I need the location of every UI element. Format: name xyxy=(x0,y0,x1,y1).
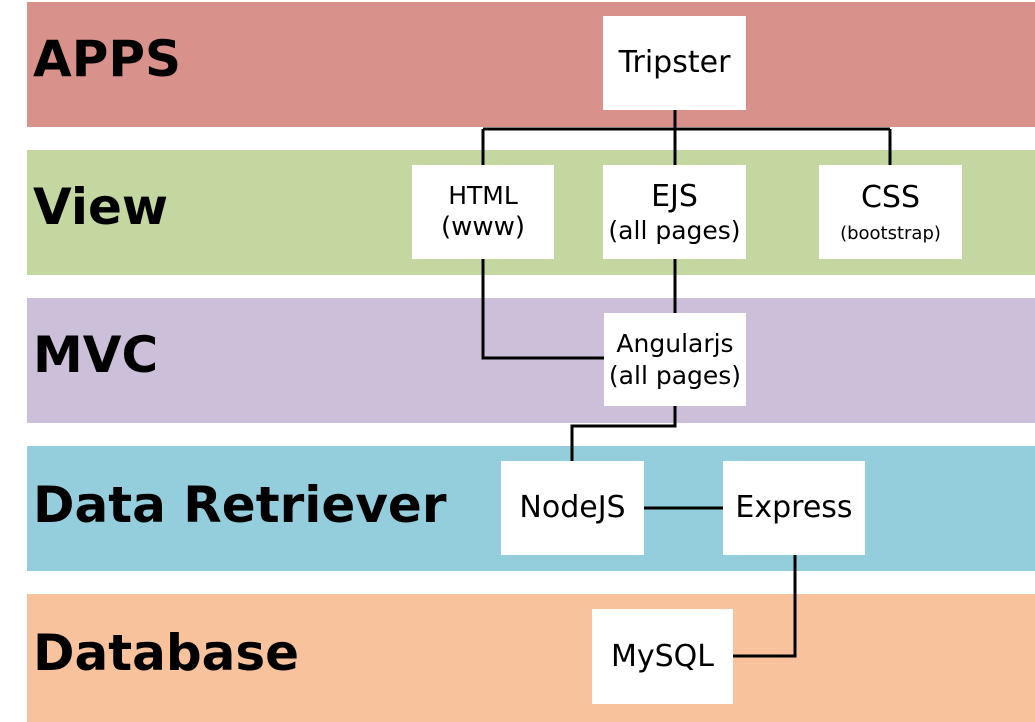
node-nodejs-label: NodeJS xyxy=(519,490,626,526)
node-css: CSS (bootstrap) xyxy=(819,165,962,259)
node-express: Express xyxy=(723,461,865,555)
node-mysql: MySQL xyxy=(592,609,733,704)
node-html-sublabel: (www) xyxy=(440,212,526,243)
node-angularjs-sublabel: (all pages) xyxy=(608,360,742,390)
node-tripster-label: Tripster xyxy=(618,45,731,81)
node-tripster: Tripster xyxy=(603,16,746,110)
node-ejs: EJS (all pages) xyxy=(603,165,746,259)
node-express-label: Express xyxy=(735,490,853,526)
node-angularjs: Angularjs (all pages) xyxy=(604,313,746,406)
layer-label-mvc: MVC xyxy=(33,326,159,384)
layer-label-database: Database xyxy=(33,624,300,682)
layer-band-database: Database xyxy=(27,594,1035,722)
node-angularjs-label: Angularjs xyxy=(616,329,734,359)
node-html: HTML (www) xyxy=(412,165,554,259)
layer-band-mvc: MVC xyxy=(27,298,1035,423)
layer-label-view: View xyxy=(33,178,169,236)
node-ejs-label: EJS xyxy=(651,178,698,214)
node-css-label: CSS xyxy=(860,180,921,215)
node-css-sublabel: (bootstrap) xyxy=(840,222,941,244)
layer-band-apps: APPS xyxy=(27,2,1035,127)
layer-label-data-retriever: Data Retriever xyxy=(33,476,447,534)
node-ejs-sublabel: (all pages) xyxy=(608,216,741,246)
node-mysql-label: MySQL xyxy=(610,638,714,674)
layer-label-apps: APPS xyxy=(33,30,181,88)
node-html-label: HTML xyxy=(448,181,518,211)
node-nodejs: NodeJS xyxy=(501,461,644,555)
